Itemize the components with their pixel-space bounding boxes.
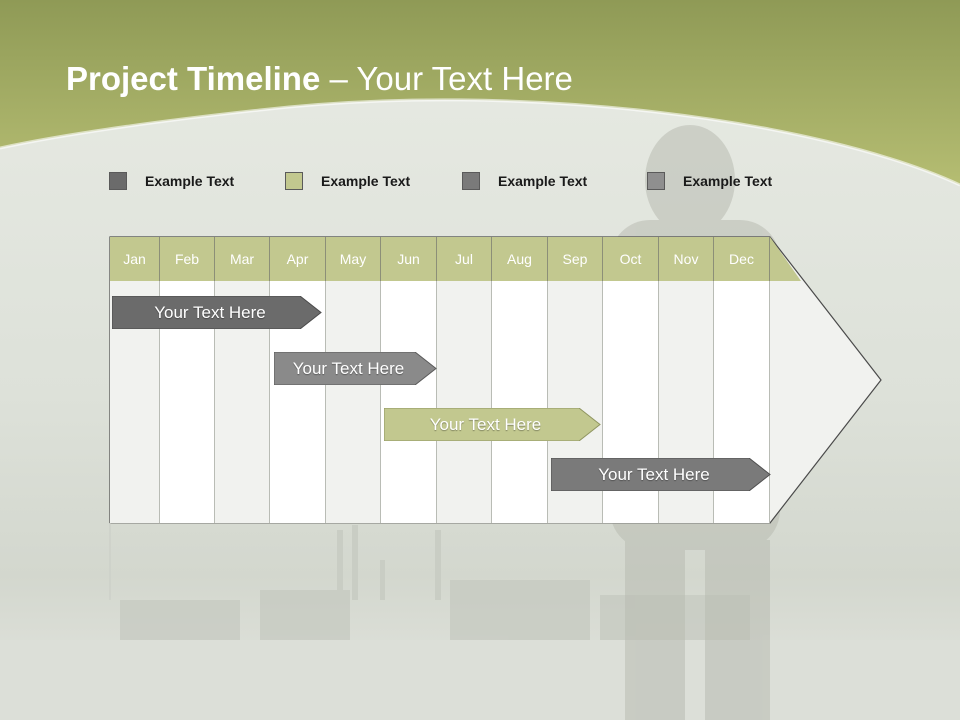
task-bar-3[interactable]: Your Text Here [384,408,601,441]
task-label: Your Text Here [598,464,710,484]
month-header-aug: Aug [492,237,548,281]
task-label: Your Text Here [429,414,542,434]
legend-item-3: Example Text [462,171,587,191]
legend-item-4: Example Text [647,171,772,191]
legend-label: Example Text [321,173,411,189]
month-column-aug [492,281,548,523]
task-bar-4[interactable]: Your Text Here [551,458,771,491]
task-label: Your Text Here [154,302,266,322]
month-header-jul: Jul [437,237,492,281]
legend-label: Example Text [683,173,773,189]
legend-swatch [462,172,480,190]
task-bar-2[interactable]: Your Text Here [274,352,437,385]
month-header-jan: Jan [110,237,160,281]
page-title: Project Timeline – Your Text Here [66,60,573,98]
month-column-jun [381,281,437,523]
month-header-nov: Nov [659,237,714,281]
title-bold: Project Timeline [66,60,321,97]
month-header-apr: Apr [270,237,326,281]
month-column-may [326,281,381,523]
legend-label: Example Text [498,173,588,189]
task-label: Your Text Here [292,358,405,378]
legend-label: Example Text [145,173,235,189]
task-bar-1[interactable]: Your Text Here [112,296,322,329]
task-arrow-shape [551,458,771,491]
legend-swatch [109,172,127,190]
month-column-jul [437,281,492,523]
task-arrow-shape [384,408,601,441]
month-header-mar: Mar [215,237,270,281]
legend-swatch [285,172,303,190]
legend-item-2: Example Text [285,171,410,191]
task-arrow-shape [274,352,437,385]
month-header-jun: Jun [381,237,437,281]
month-header-sep: Sep [548,237,603,281]
title-subtitle: – Your Text Here [320,60,573,97]
month-header-feb: Feb [160,237,215,281]
month-header-oct: Oct [603,237,659,281]
month-header-may: May [326,237,381,281]
task-arrow-shape [112,296,322,329]
legend-item-1: Example Text [109,171,234,191]
legend-swatch [647,172,665,190]
month-header-dec: Dec [714,237,770,281]
